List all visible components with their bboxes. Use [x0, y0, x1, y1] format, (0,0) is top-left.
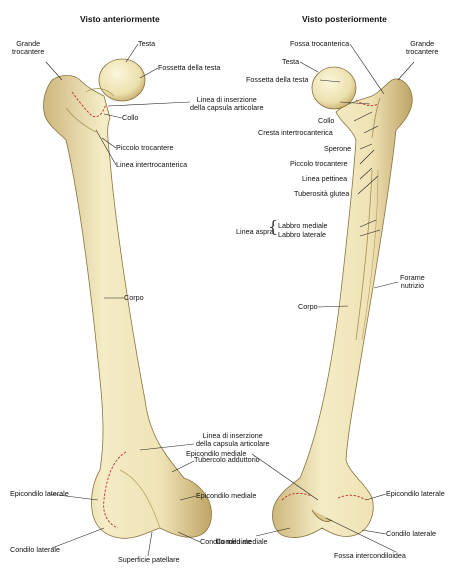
label-anterior-epicondilo-mediale: Epicondilo mediale	[196, 491, 257, 500]
label-anterior-superficie-patellare: Superficie patellare	[118, 555, 180, 564]
label-anterior-grande-trocantere: Grande trocantere	[12, 39, 45, 57]
linea-aspra-bracket: {	[268, 217, 279, 236]
label-anterior-linea-inserzione-capsula: Linea di inserzione della capsula artico…	[190, 95, 264, 113]
posterior-view-title: Visto posteriormente	[302, 14, 387, 24]
label-posterior-linea-aspra: Linea aspra	[236, 227, 274, 236]
anterior-view-title: Visto anteriormente	[80, 14, 160, 24]
label-anterior-fossetta-testa: Fossetta della testa	[158, 63, 221, 72]
label-posterior-forame-nutrizio: Forame nutrizio	[400, 273, 425, 291]
label-posterior-condilo-laterale: Condilo laterale	[386, 529, 436, 538]
label-anterior-linea-inserzione-capsula-distale: Linea di inserzione della capsula artico…	[196, 431, 270, 449]
label-anterior-testa: Testa	[138, 39, 156, 48]
label-posterior-tuberosita-glutea: Tuberosità glutea	[294, 189, 350, 198]
posterior-linea-aspra-lateral	[361, 169, 379, 341]
anterior-femur-body	[43, 75, 212, 539]
anterior-intertrochanteric-shading	[65, 107, 97, 133]
label-posterior-collo: Collo	[318, 116, 335, 125]
label-posterior-epicondilo-mediale: Epicondilo mediale	[186, 449, 247, 458]
anterior-capsule-proximal	[71, 91, 107, 118]
posterior-leader-lines	[251, 43, 415, 553]
label-anterior-piccolo-trocantere: Piccolo trocantere	[116, 143, 174, 152]
label-posterior-fossa-intercondiloidea: Fossa intercondiloidea	[334, 551, 406, 560]
label-posterior-condilo-mediale: Condilo mediale	[216, 537, 268, 546]
posterior-femoral-head	[311, 66, 357, 110]
posterior-capsule-proximal	[355, 99, 379, 107]
label-posterior-fossetta-testa: Fossetta della testa	[246, 75, 309, 84]
posterior-intertrochanteric-crest	[371, 97, 381, 139]
label-anterior-linea-intertrocanterica: Linea intertrocanterica	[116, 160, 188, 169]
posterior-femur-body	[272, 78, 413, 538]
anterior-femur	[43, 58, 212, 539]
label-posterior-piccolo-trocantere: Piccolo trocantere	[290, 159, 348, 168]
anterior-femoral-head	[98, 58, 146, 102]
label-anterior-epicondilo-laterale: Epicondilo laterale	[10, 489, 69, 498]
label-posterior-testa: Testa	[282, 57, 300, 66]
label-anterior-collo: Collo	[122, 113, 139, 122]
label-posterior-linea-pettinea: Linea pettinea	[302, 174, 348, 183]
label-posterior-cresta-intertrocanterica: Cresta intertrocanterica	[258, 128, 333, 137]
anterior-patellar-surface	[119, 469, 161, 529]
label-posterior-fossa-trocanterica: Fossa trocanterica	[290, 39, 350, 48]
posterior-capsule-distal	[281, 492, 367, 501]
label-posterior-corpo: Corpo	[298, 302, 318, 311]
label-posterior-labbro-mediale: Labbro mediale	[278, 221, 328, 230]
label-anterior-corpo: Corpo	[124, 293, 144, 302]
label-anterior-condilo-laterale: Condilo laterale	[10, 545, 60, 554]
label-anterior-tubercolo-adduttorio: Tubercolo adduttorio	[194, 455, 260, 464]
label-posterior-labbro-laterale: Labbro laterale	[278, 230, 326, 239]
label-anterior-condilo-mediale: Condilo mediale	[200, 537, 252, 546]
label-posterior-epicondilo-laterale: Epicondilo laterale	[386, 489, 445, 498]
posterior-linea-aspra	[355, 169, 373, 341]
posterior-femur	[272, 66, 413, 538]
label-posterior-grande-trocantere: Grande trocantere	[406, 39, 439, 57]
anterior-neck	[85, 88, 115, 97]
anterior-leader-lines	[45, 43, 201, 557]
label-posterior-sperone: Sperone	[324, 144, 352, 153]
